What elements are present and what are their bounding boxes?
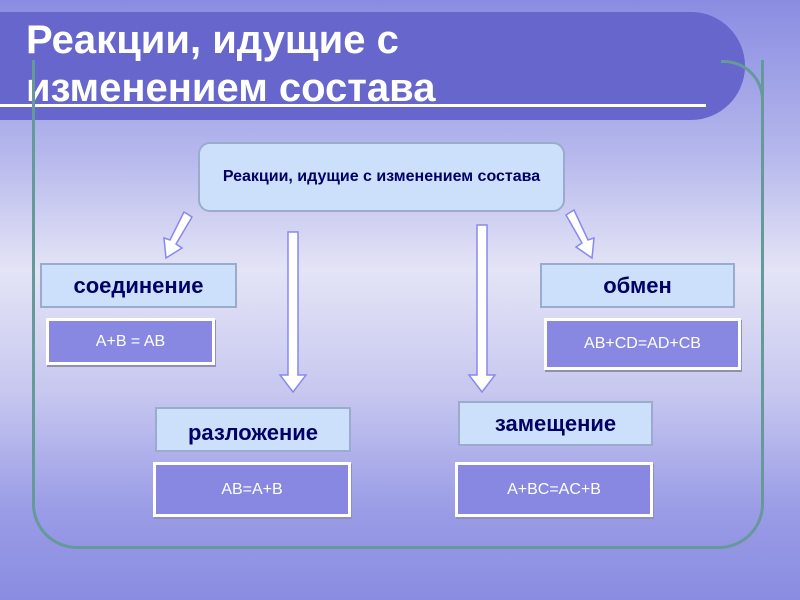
type-box-decomposition: разложение [155, 407, 351, 452]
equation-exchange: AB+CD=AD+CB [544, 318, 741, 370]
type-box-substitution: замещение [458, 401, 653, 446]
title-underline [0, 104, 706, 107]
arrow-right-diagonal [564, 208, 595, 260]
type-box-exchange: обмен [540, 263, 735, 308]
equation-combination: A+B = AB [46, 318, 215, 365]
type-box-combination: соединение [40, 263, 237, 308]
arrow-down-right [467, 224, 497, 394]
equation-decomposition: AB=A+B [153, 462, 351, 517]
title-banner [0, 12, 745, 120]
content-frame [32, 60, 764, 549]
equation-substitution: A+BC=AC+B [455, 462, 653, 517]
arrow-left-diagonal [163, 210, 194, 260]
arrow-down-left [278, 231, 308, 394]
root-box: Реакции, идущие с изменением состава [198, 142, 565, 212]
slide-title: Реакции, идущие с изменением состава [26, 18, 436, 110]
